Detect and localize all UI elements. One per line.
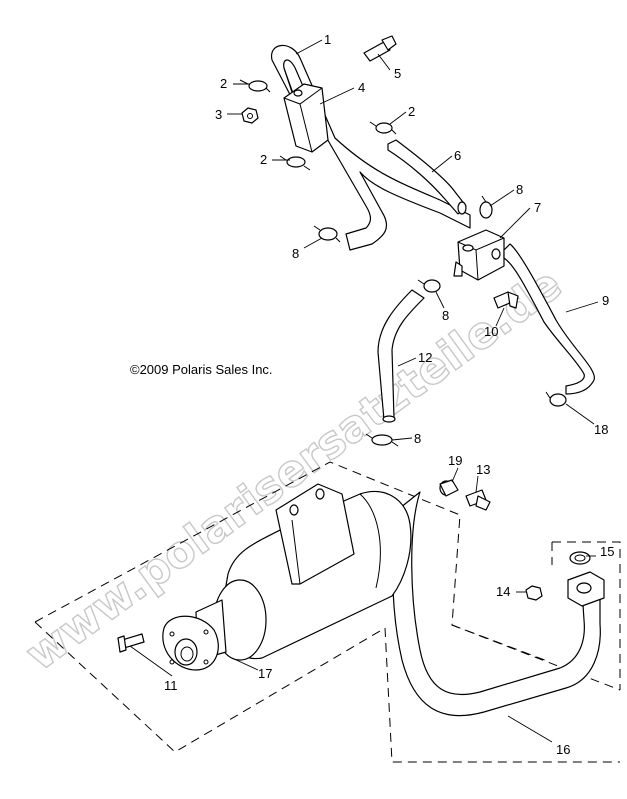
callout-7: 7 (534, 200, 541, 215)
callout-8: 8 (442, 308, 449, 323)
nut-14 (525, 585, 543, 601)
bolt-13 (465, 489, 491, 511)
callout-8: 8 (292, 246, 299, 261)
valve-7 (453, 229, 505, 281)
callout-9: 9 (602, 293, 609, 308)
callout-2: 2 (408, 104, 415, 119)
copyright-notice: ©2009 Polaris Sales Inc. (130, 362, 273, 377)
callout-10: 10 (484, 324, 498, 339)
clamp-2b (369, 121, 397, 135)
clamp-2a (239, 79, 271, 93)
bracket-4 (283, 83, 329, 153)
outlet-flange (162, 615, 219, 671)
callout-3: 3 (215, 107, 222, 122)
callout-13: 13 (476, 462, 490, 477)
callout-4: 4 (358, 80, 365, 95)
muffler-bracket (275, 483, 355, 585)
callout-8: 8 (414, 431, 421, 446)
hose-6 (387, 139, 467, 215)
callout-2: 2 (220, 76, 227, 91)
bolt-10 (493, 291, 519, 309)
spacer-19 (439, 479, 459, 497)
clamp-8b (313, 225, 341, 243)
callout-15: 15 (600, 544, 614, 559)
nut-3 (241, 107, 259, 124)
clamp-8c (417, 279, 441, 293)
clamp-2c (279, 155, 311, 171)
exhaust-pipe-16 (392, 491, 605, 717)
callout-11: 11 (164, 678, 178, 693)
callout-8: 8 (516, 182, 523, 197)
hose-12 (377, 289, 425, 423)
clamp-18 (545, 391, 567, 407)
callout-6: 6 (454, 148, 461, 163)
callout-17: 17 (258, 666, 272, 681)
callout-16: 16 (556, 742, 570, 757)
callout-18: 18 (594, 422, 608, 437)
callout-1: 1 (324, 32, 331, 47)
callout-labels: 1 2 2 2 3 4 5 6 7 8 8 8 8 9 10 11 12 13 … (164, 32, 614, 757)
bolt-11 (117, 633, 145, 653)
assembly-outline (34, 461, 621, 763)
callout-2: 2 (260, 152, 267, 167)
bolt-5 (363, 35, 397, 62)
leader-lines (129, 39, 599, 743)
hose-9 (503, 243, 595, 395)
callout-5: 5 (394, 66, 401, 81)
callout-12: 12 (418, 350, 432, 365)
callout-19: 19 (448, 453, 462, 468)
gasket-15 (569, 551, 591, 565)
callout-14: 14 (496, 584, 510, 599)
clamp-8a (479, 195, 493, 219)
